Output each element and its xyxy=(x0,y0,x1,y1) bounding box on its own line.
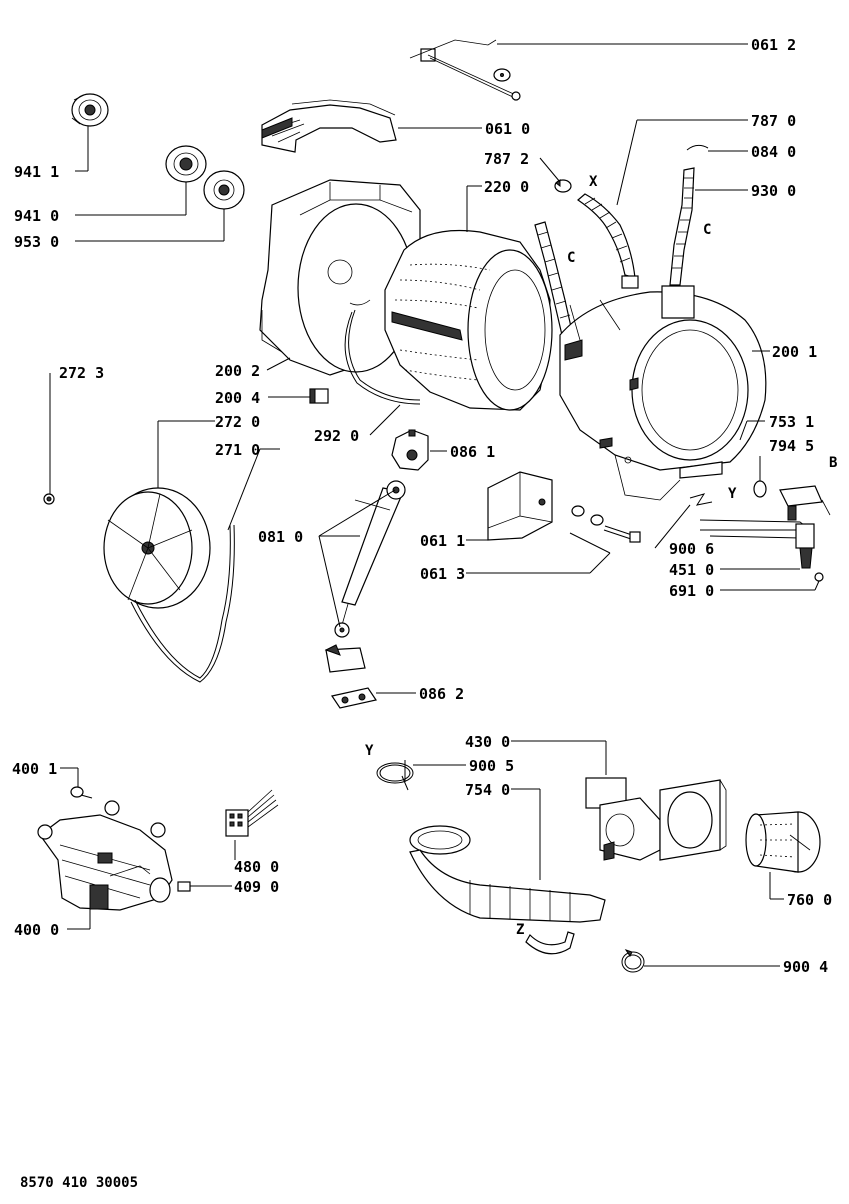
letter-z: Z xyxy=(516,922,524,938)
label-086-2: 086 2 xyxy=(419,685,464,703)
label-400-1: 400 1 xyxy=(12,760,57,778)
part-272-0-pulley xyxy=(103,487,211,609)
part-061-1-counterweight xyxy=(487,471,553,541)
part-941-0-bearing xyxy=(165,145,207,183)
part-086-1-mount xyxy=(391,429,429,471)
part-200-1-front-tub xyxy=(559,285,767,501)
part-941-1-bearing xyxy=(71,93,109,127)
label-272-0: 272 0 xyxy=(215,413,260,431)
part-754-0-sump-hose xyxy=(409,825,606,923)
part-900-5-ring xyxy=(376,762,414,784)
part-400-1-screw xyxy=(70,786,93,799)
label-451-0: 451 0 xyxy=(669,561,714,579)
part-400-0-motor xyxy=(37,800,173,911)
label-430-0: 430 0 xyxy=(465,733,510,751)
letter-y-left: Y xyxy=(365,743,374,759)
part-753-1-thermostat xyxy=(779,485,831,521)
part-787-0-bellows-hose xyxy=(577,193,639,289)
letter-x: X xyxy=(589,174,598,190)
letter-b: B xyxy=(829,455,837,471)
part-z-hose xyxy=(525,931,575,955)
part-480-0-connector xyxy=(225,789,279,837)
label-930-0: 930 0 xyxy=(751,182,796,200)
part-084-0-clip xyxy=(686,144,709,151)
part-760-0-filter xyxy=(745,811,821,873)
part-900-4-clamp xyxy=(621,949,645,973)
part-220-0-drum xyxy=(384,229,553,411)
drawing-number: 8570 410 30005 xyxy=(20,1175,138,1191)
letter-callouts: X C C Y B Y Z xyxy=(365,174,837,938)
leader-lines xyxy=(49,43,820,967)
part-061-0-counterweight xyxy=(261,99,397,153)
label-061-0: 061 0 xyxy=(485,120,530,138)
label-760-0: 760 0 xyxy=(787,891,832,909)
label-480-0: 480 0 xyxy=(234,858,279,876)
part-061-3-bolt-set xyxy=(571,505,641,543)
part-086-2-mount xyxy=(331,687,377,709)
label-941-0: 941 0 xyxy=(14,207,59,225)
label-061-2: 061 2 xyxy=(751,36,796,54)
letter-c-right: C xyxy=(703,222,711,238)
label-787-0: 787 0 xyxy=(751,112,796,130)
label-691-0: 691 0 xyxy=(669,582,714,600)
letter-y-right: Y xyxy=(728,486,737,502)
letter-c-left: C xyxy=(567,250,575,266)
part-086-mount-lower xyxy=(324,644,366,673)
label-787-2: 787 2 xyxy=(484,150,529,168)
part-061-2-rod xyxy=(409,39,521,101)
label-754-0: 754 0 xyxy=(465,781,510,799)
label-272-3: 272 3 xyxy=(59,364,104,382)
part-labels: 061 2 061 0 787 0 084 0 787 2 220 0 930 … xyxy=(12,36,832,976)
label-084-0: 084 0 xyxy=(751,143,796,161)
part-409-0-brush xyxy=(177,881,191,892)
label-200-2: 200 2 xyxy=(215,362,260,380)
part-787-2-clamp xyxy=(554,179,572,193)
label-794-5: 794 5 xyxy=(769,437,814,455)
label-200-4: 200 4 xyxy=(215,389,260,407)
label-753-1: 753 1 xyxy=(769,413,814,431)
label-200-1: 200 1 xyxy=(772,343,817,361)
label-271-0: 271 0 xyxy=(215,441,260,459)
label-292-0: 292 0 xyxy=(314,427,359,445)
part-451-0-heater xyxy=(699,519,815,569)
part-200-4-clip xyxy=(309,388,329,404)
part-691-0-nut xyxy=(814,572,824,582)
label-086-1: 086 1 xyxy=(450,443,495,461)
label-081-0: 081 0 xyxy=(258,528,303,546)
part-292-0-ring xyxy=(344,309,421,405)
part-430-0-pump xyxy=(585,777,727,861)
label-953-0: 953 0 xyxy=(14,233,59,251)
label-900-4: 900 4 xyxy=(783,958,828,976)
part-930-0-hose xyxy=(669,167,695,286)
label-400-0: 400 0 xyxy=(14,921,59,939)
label-941-1: 941 1 xyxy=(14,163,59,181)
label-220-0: 220 0 xyxy=(484,178,529,196)
label-900-6: 900 6 xyxy=(669,540,714,558)
part-794-5-seal xyxy=(753,480,767,498)
part-900-6-spring xyxy=(689,493,713,506)
label-061-3: 061 3 xyxy=(420,565,465,583)
label-900-5: 900 5 xyxy=(469,757,514,775)
label-061-1: 061 1 xyxy=(420,532,465,550)
label-409-0: 409 0 xyxy=(234,878,279,896)
part-081-0-shock-absorber xyxy=(334,480,406,638)
part-953-0-seal xyxy=(203,170,245,210)
part-271-0-belt xyxy=(130,524,235,683)
part-272-3-nut xyxy=(43,493,55,505)
